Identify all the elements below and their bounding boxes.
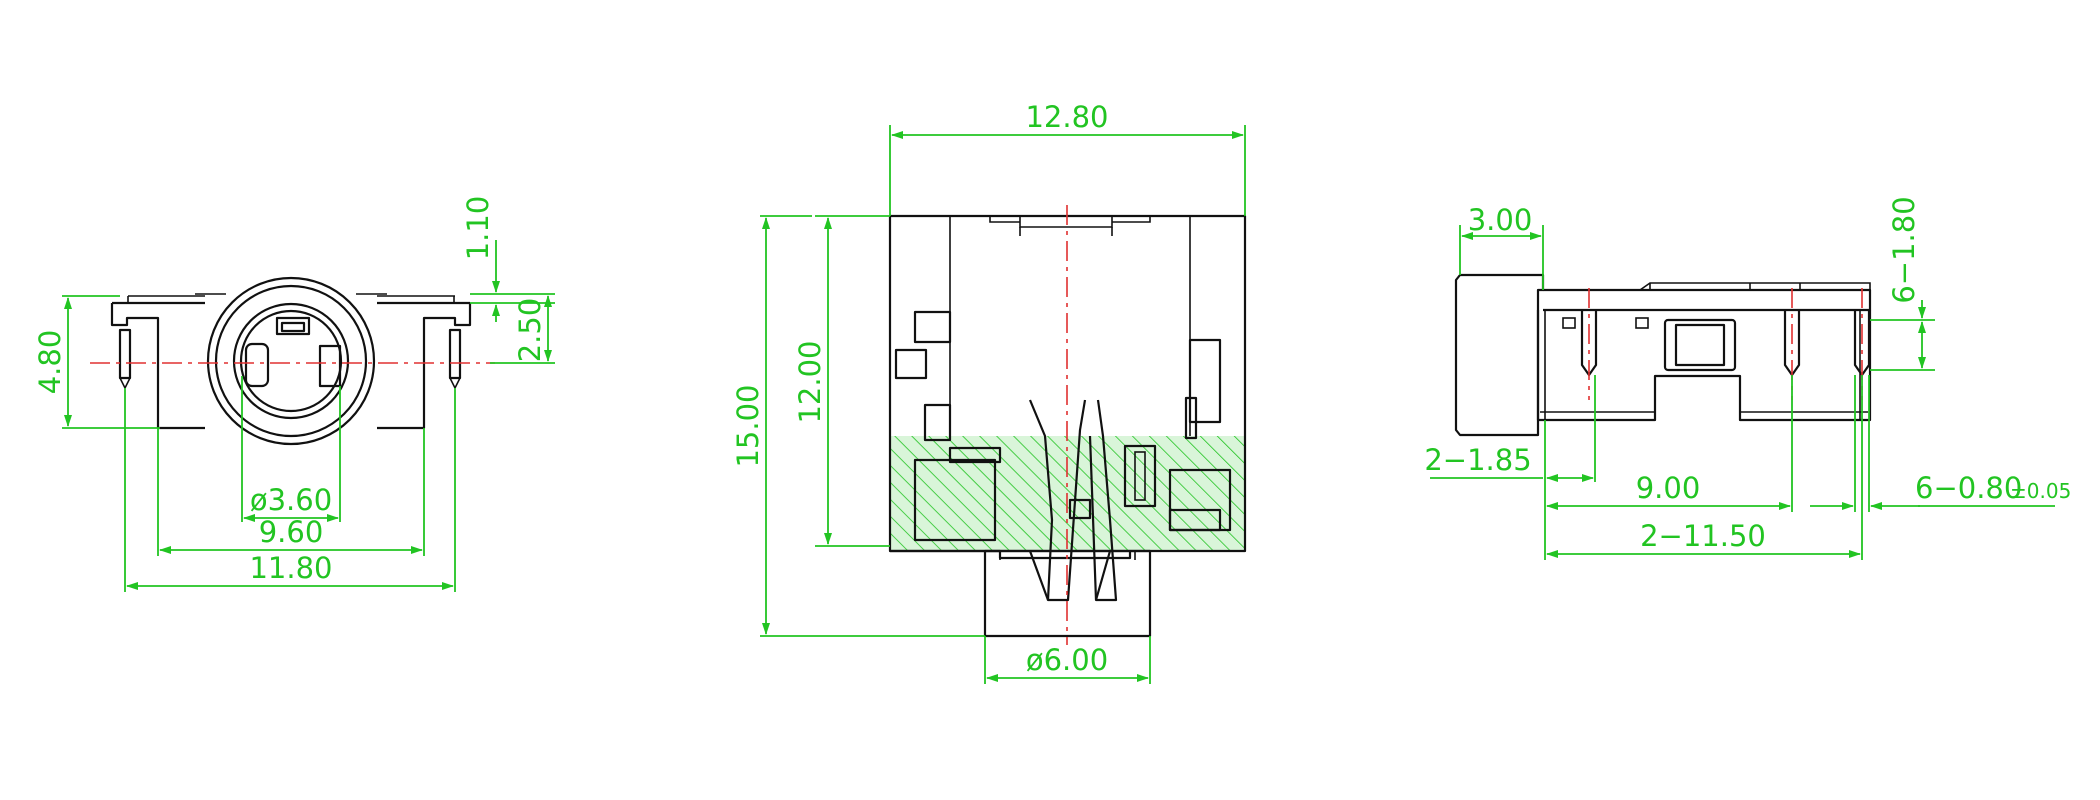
- dim-15-00-label: 15.00: [731, 384, 765, 467]
- top-dim-12-80: 12.80: [889, 100, 1246, 216]
- top-dim-15-00: 15.00: [731, 215, 985, 637]
- dim-12-80-label: 12.80: [1025, 100, 1108, 134]
- dim-9-00-label: 9.00: [1636, 471, 1701, 505]
- dim-tolerance-label: ±0.05: [2010, 479, 2071, 503]
- front-body-outline: [110, 276, 472, 446]
- dim-2-11-50-label: 2−11.50: [1640, 519, 1766, 553]
- dim-6-1-80-label: 6−1.80: [1887, 196, 1921, 303]
- dim-11-80-label: 11.80: [249, 551, 332, 585]
- front-dim-11-80: 11.80: [124, 388, 456, 592]
- dim-4-80-label: 4.80: [33, 330, 67, 395]
- front-dim-1-10: 1.10: [461, 196, 555, 322]
- front-dim-dia-3-60: ø3.60: [241, 376, 341, 522]
- top-dim-dia-6-00: ø6.00: [984, 636, 1151, 684]
- dim-12-00-label: 12.00: [793, 340, 827, 423]
- side-view: 3.00 6−1.80 2−1.85 9.00: [1424, 196, 2071, 560]
- side-body-outline: [1536, 282, 1872, 422]
- side-dim-9-00: 9.00: [1544, 375, 1793, 512]
- front-view: 4.80 1.10 2.50 ø3.60 9.60: [33, 196, 555, 592]
- dim-2-1-85-label: 2−1.85: [1424, 443, 1531, 477]
- side-dim-2-11-50: 2−11.50: [1544, 375, 1863, 560]
- top-dim-12-00: 12.00: [793, 215, 890, 547]
- side-dim-6-1-80: 6−1.80: [1870, 196, 1935, 371]
- dim-dia-3-60-label: ø3.60: [250, 483, 332, 517]
- front-dim-9-60: 9.60: [157, 428, 425, 556]
- dim-1-10-label: 1.10: [461, 196, 495, 261]
- dim-6-0-80-label: 6−0.80: [1915, 471, 2022, 505]
- top-view: 12.80 12.00 15.00 ø6.00: [731, 100, 1247, 684]
- front-dim-2-50: 2.50: [490, 295, 555, 364]
- side-dim-6-0-80: 6−0.80 ±0.05: [1810, 375, 2071, 512]
- dim-9-60-label: 9.60: [259, 515, 324, 549]
- dim-dia-6-00-label: ø6.00: [1026, 643, 1108, 677]
- top-jack-barrel: [983, 549, 1152, 638]
- dim-2-50-label: 2.50: [513, 298, 547, 363]
- front-dim-4-80: 4.80: [33, 295, 160, 429]
- side-dim-2-1-85: 2−1.85: [1424, 375, 1596, 482]
- side-dim-3-00: 3.00: [1459, 203, 1544, 290]
- dim-3-00-label: 3.00: [1468, 203, 1533, 237]
- side-jack-barrel: [1454, 273, 1545, 437]
